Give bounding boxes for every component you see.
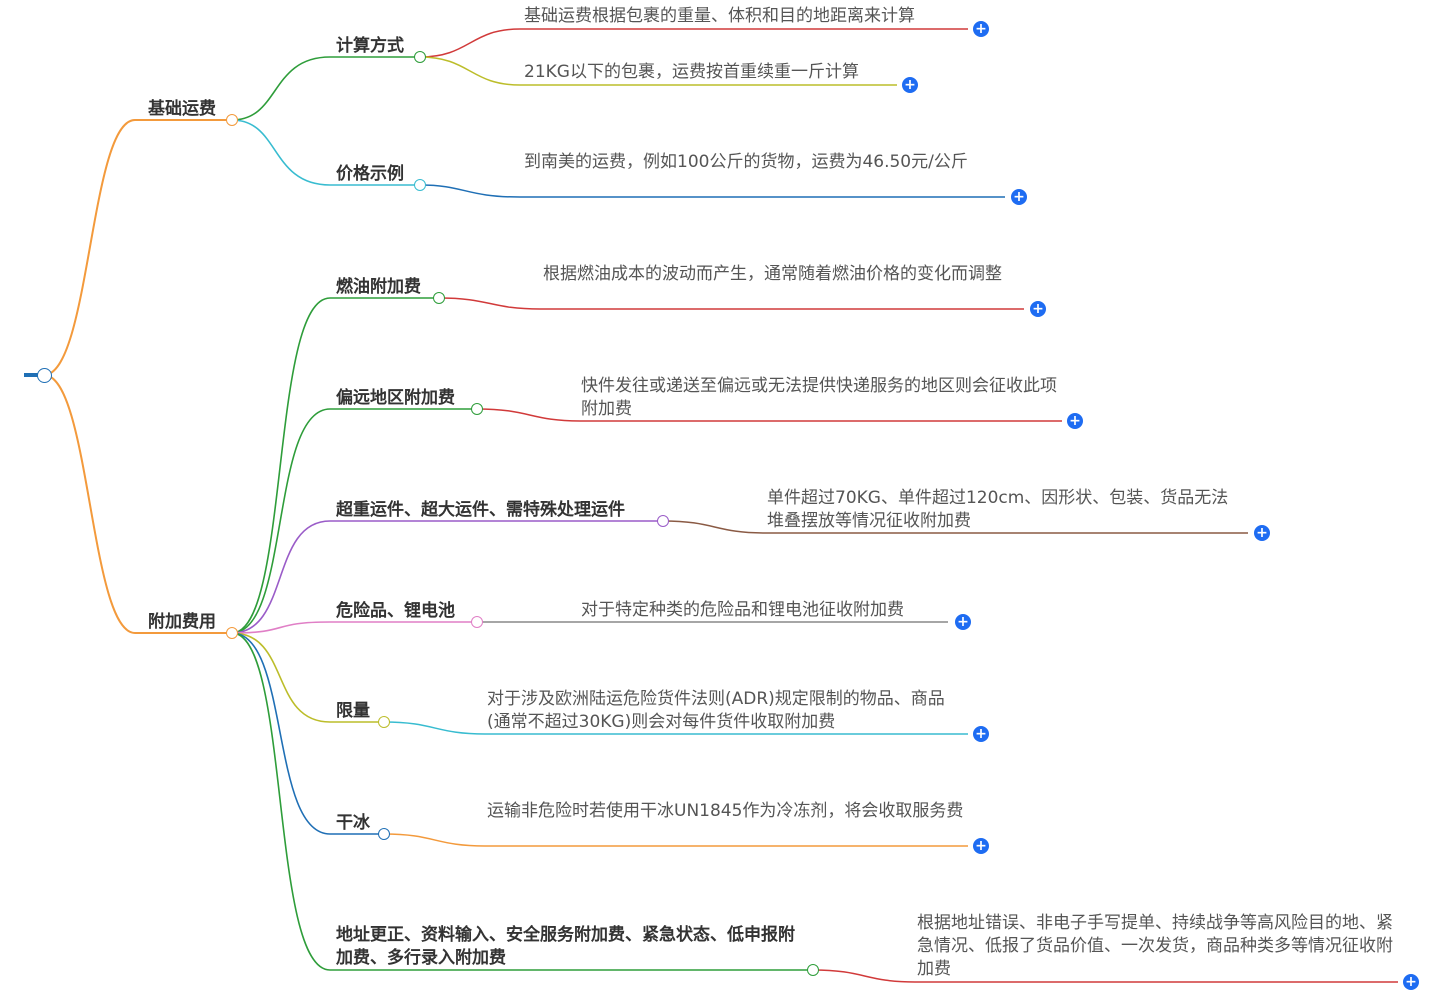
leaf-example: 到南美的运费，例如100公斤的货物，运费为46.50元/公斤 — [524, 152, 968, 172]
expand-plus-icon[interactable]: + — [973, 726, 989, 742]
leaf-oversize: 单件超过70KG、单件超过120cm、因形状、包装、货品无法堆叠摆放等情况征收附… — [767, 488, 1229, 531]
edge-sur-dryice — [231, 632, 384, 835]
node-dangerous[interactable]: 危险品、锂电池 — [336, 601, 455, 621]
leaf-remote: 快件发往或递送至偏远或无法提供快递服务的地区则会征收此项附加费 — [581, 376, 1057, 419]
node-remote[interactable]: 偏远地区附加费 — [336, 388, 455, 408]
edge-root-surcharge — [43, 374, 232, 634]
edge-oversize-leaf — [662, 520, 1248, 534]
node-limited[interactable]: 限量 — [336, 701, 370, 721]
node-toggle-calc[interactable] — [414, 51, 426, 63]
node-fuel[interactable]: 燃油附加费 — [336, 277, 421, 297]
node-toggle-dry-ice[interactable] — [378, 828, 390, 840]
node-toggle-example[interactable] — [414, 179, 426, 191]
expand-plus-icon[interactable]: + — [973, 838, 989, 854]
node-toggle-address[interactable] — [807, 964, 819, 976]
edge-limited-leaf — [383, 721, 968, 735]
node-dry-ice[interactable]: 干冰 — [336, 813, 370, 833]
expand-plus-icon[interactable]: + — [1067, 413, 1083, 429]
leaf-fuel: 根据燃油成本的波动而产生，通常随着燃油价格的变化而调整 — [543, 264, 1002, 284]
branch-basic-freight[interactable]: 基础运费 — [148, 99, 216, 119]
expand-plus-icon[interactable]: + — [973, 21, 989, 37]
leaf-dangerous: 对于特定种类的危险品和锂电池征收附加费 — [581, 600, 904, 620]
edge-sur-address — [231, 632, 813, 971]
node-toggle-limited[interactable] — [378, 716, 390, 728]
branch-surcharges[interactable]: 附加费用 — [148, 612, 216, 632]
leaf-dry-ice: 运输非危险时若使用干冰UN1845作为冷冻剂，将会收取服务费 — [487, 801, 964, 821]
node-toggle-basic[interactable] — [226, 114, 238, 126]
edge-basic-example — [231, 119, 420, 186]
node-toggle-fuel[interactable] — [433, 292, 445, 304]
leaf-address: 根据地址错误、非电子手写提单、持续战争等高风险目的地、紧急情况、低报了货品价值、… — [917, 913, 1393, 979]
leaf-calc-1: 基础运费根据包裹的重量、体积和目的地距离来计算 — [524, 6, 915, 26]
node-price-example[interactable]: 价格示例 — [336, 164, 404, 184]
edge-calc-leaf2 — [419, 56, 897, 86]
node-oversize[interactable]: 超重运件、超大运件、需特殊处理运件 — [336, 500, 625, 520]
edge-calc-leaf1 — [419, 28, 968, 58]
expand-plus-icon[interactable]: + — [1403, 974, 1419, 990]
expand-plus-icon[interactable]: + — [1254, 525, 1270, 541]
leaf-limited: 对于涉及欧洲陆运危险货件法则(ADR)规定限制的物品、商品(通常不超过30KG)… — [487, 689, 945, 732]
root-node-bar — [24, 373, 38, 377]
expand-plus-icon[interactable]: + — [1030, 301, 1046, 317]
node-toggle-oversize[interactable] — [657, 515, 669, 527]
edge-dryice-leaf — [383, 833, 968, 847]
edge-sur-danger — [231, 621, 477, 634]
expand-plus-icon[interactable]: + — [955, 614, 971, 630]
edge-sur-oversize — [231, 520, 663, 634]
edge-sur-fuel — [231, 297, 439, 634]
node-toggle-surcharges[interactable] — [226, 627, 238, 639]
edge-address-leaf — [812, 969, 1398, 983]
leaf-calc-2: 21KG以下的包裹，运费按首重续重一斤计算 — [524, 62, 859, 82]
edge-fuel-leaf — [438, 297, 1024, 310]
edge-sur-remote — [231, 408, 477, 634]
edge-example-leaf — [419, 184, 1005, 198]
edge-sur-limited — [231, 632, 384, 723]
node-toggle-remote[interactable] — [471, 403, 483, 415]
node-address[interactable]: 地址更正、资料输入、安全服务附加费、紧急状态、低申报附加费、多行录入附加费 — [336, 925, 795, 968]
expand-plus-icon[interactable]: + — [902, 77, 918, 93]
expand-plus-icon[interactable]: + — [1011, 189, 1027, 205]
edge-remote-leaf — [476, 408, 1062, 422]
node-toggle-dangerous[interactable] — [471, 616, 483, 628]
edge-basic-calc — [231, 56, 420, 121]
edge-root-basic — [43, 119, 232, 376]
node-calc-method[interactable]: 计算方式 — [336, 36, 404, 56]
root-node[interactable] — [37, 368, 52, 383]
